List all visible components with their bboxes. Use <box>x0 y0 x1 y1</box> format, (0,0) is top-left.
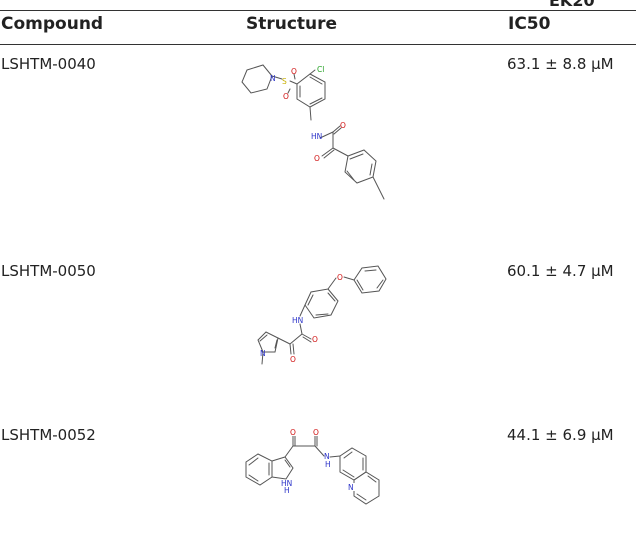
atom-label: O <box>337 273 343 282</box>
ic50-value: 44.1 ± 6.9 μM <box>507 426 614 444</box>
compound-id: LSHTM-0052 <box>1 426 96 444</box>
atom-label: S <box>282 77 287 86</box>
structure-image: O HN O O N <box>257 265 387 365</box>
compound-id: LSHTM-0050 <box>1 262 96 280</box>
atom-label: HN <box>281 479 292 488</box>
atom-label: H <box>284 486 290 495</box>
super-header: EK20 <box>549 0 595 10</box>
structure-image: N S O O Cl HN O O <box>241 64 385 200</box>
atom-label: HN <box>311 132 322 141</box>
compound-id: LSHTM-0040 <box>1 55 96 73</box>
table-top-rule <box>0 10 636 11</box>
atom-label: N <box>348 483 354 492</box>
atom-label: N <box>270 74 276 83</box>
atom-label: O <box>340 121 346 130</box>
atom-label: O <box>283 92 289 101</box>
atom-label: O <box>313 428 319 437</box>
atom-label: O <box>314 154 320 163</box>
header-structure: Structure <box>246 14 338 34</box>
header-rule <box>0 44 636 45</box>
structure-image: O O N H HN H N <box>245 428 380 505</box>
atom-label: N <box>324 452 330 461</box>
ic50-value: 60.1 ± 4.7 μM <box>507 262 614 280</box>
ic50-value: 63.1 ± 8.8 μM <box>507 55 614 73</box>
header-compound: Compound <box>1 14 104 34</box>
atom-label: O <box>312 335 318 344</box>
atom-label: H <box>325 460 331 469</box>
header-ic50: IC50 <box>508 14 551 34</box>
atom-label: O <box>291 67 297 76</box>
atom-label: O <box>290 355 296 364</box>
atom-label: O <box>290 428 296 437</box>
atom-label: HN <box>292 316 303 325</box>
atom-label: N <box>260 349 266 358</box>
atom-label: Cl <box>317 65 324 74</box>
